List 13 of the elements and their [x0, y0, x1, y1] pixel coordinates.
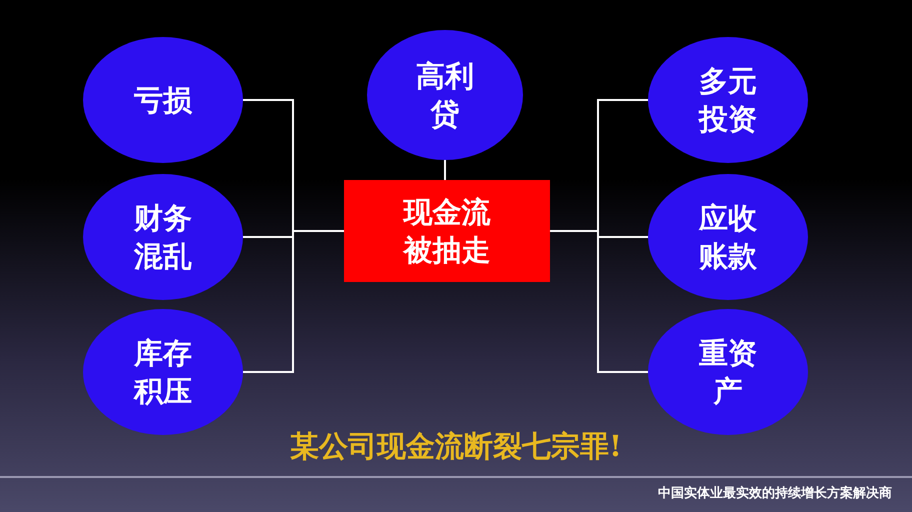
cause-ellipse: 应收账款 — [648, 174, 808, 300]
connector-line — [444, 160, 446, 180]
cause-ellipse: 高利贷 — [367, 30, 523, 160]
cause-ellipse: 重资产 — [648, 309, 808, 435]
cause-ellipse: 亏损 — [83, 37, 243, 163]
cause-ellipse: 多元投资 — [648, 37, 808, 163]
caption: 某公司现金流断裂七宗罪! — [290, 429, 622, 463]
connector-line — [243, 230, 344, 373]
connector-line — [550, 230, 648, 373]
cause-ellipse: 财务混乱 — [83, 174, 243, 300]
footer-slogan: 中国实体业最实效的持续增长方案解决商 — [658, 484, 892, 502]
center-box: 现金流被抽走 — [344, 180, 550, 282]
cause-ellipse: 库存积压 — [83, 309, 243, 435]
